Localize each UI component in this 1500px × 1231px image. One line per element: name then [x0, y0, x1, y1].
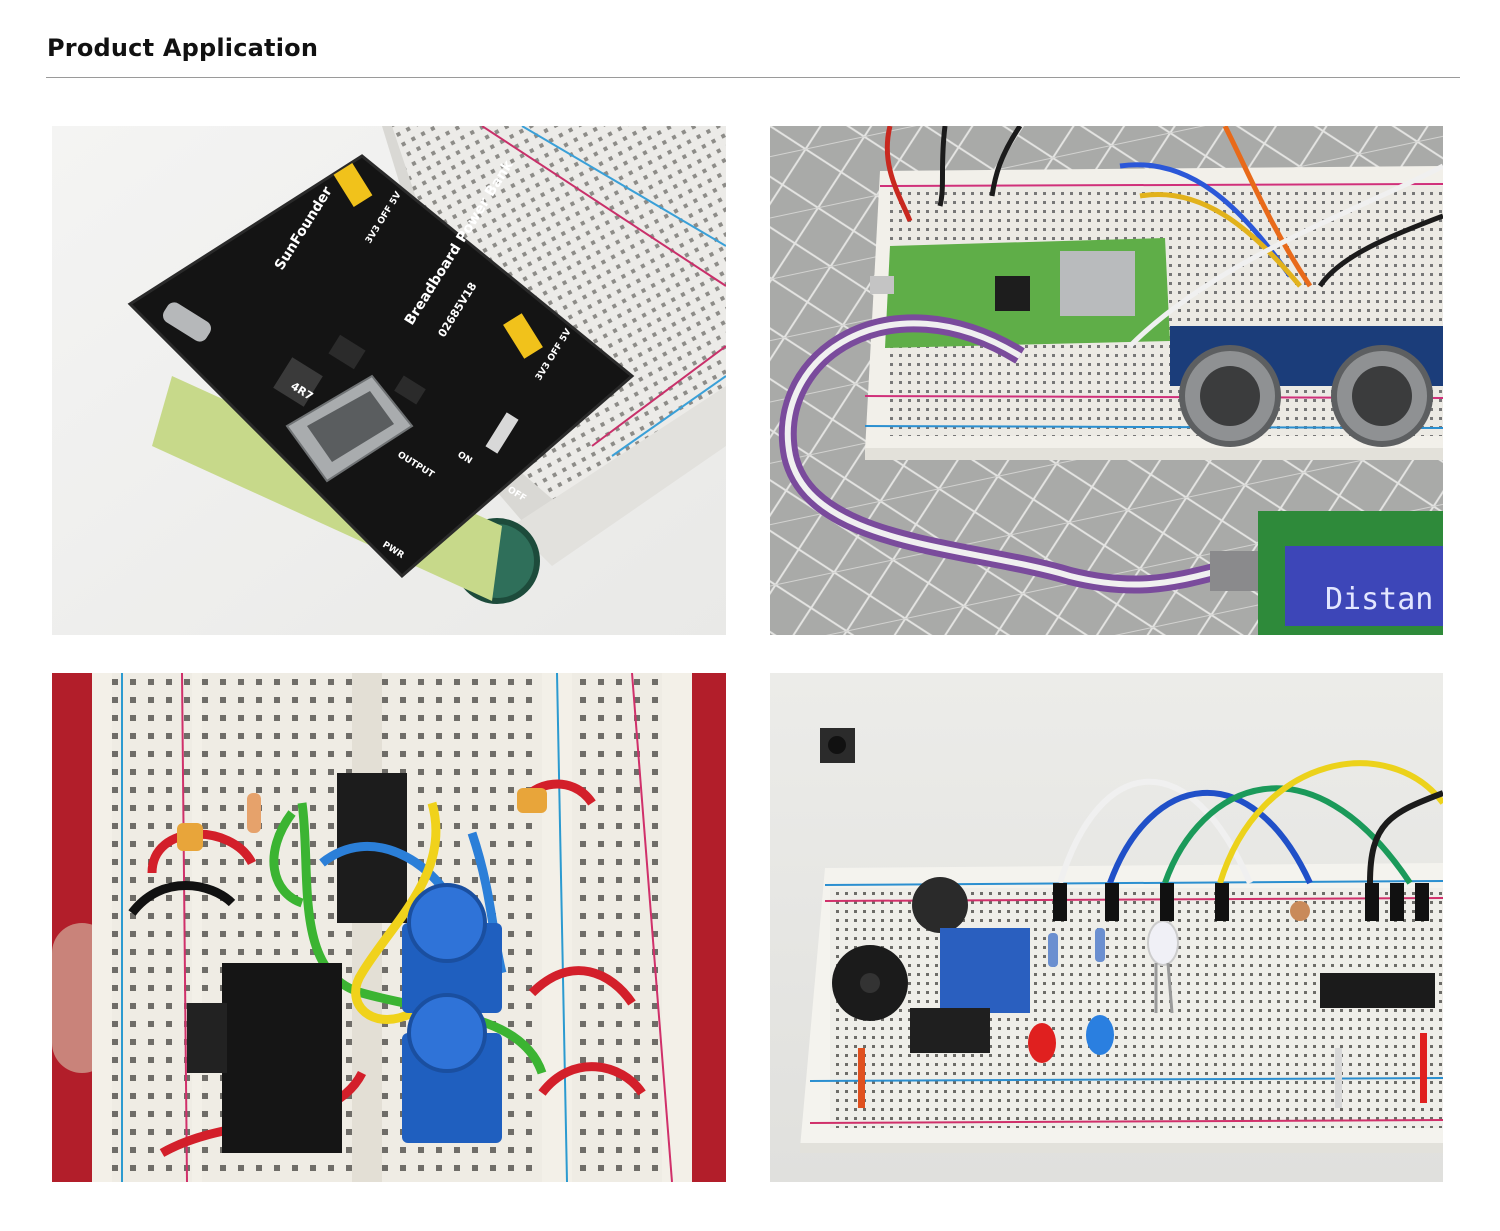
product-photo-power-module: SunFounder Breadboard Power Bank 02685V1…: [52, 126, 726, 635]
product-photo-audio-circuit: [52, 673, 726, 1182]
product-photo-sensor-kit: [770, 673, 1443, 1182]
page-title: Product Application: [47, 34, 319, 62]
product-photo-ultrasonic-project: Distan: [770, 126, 1443, 635]
title-divider: [46, 77, 1460, 78]
lcd-display-text: Distan: [1325, 582, 1433, 617]
